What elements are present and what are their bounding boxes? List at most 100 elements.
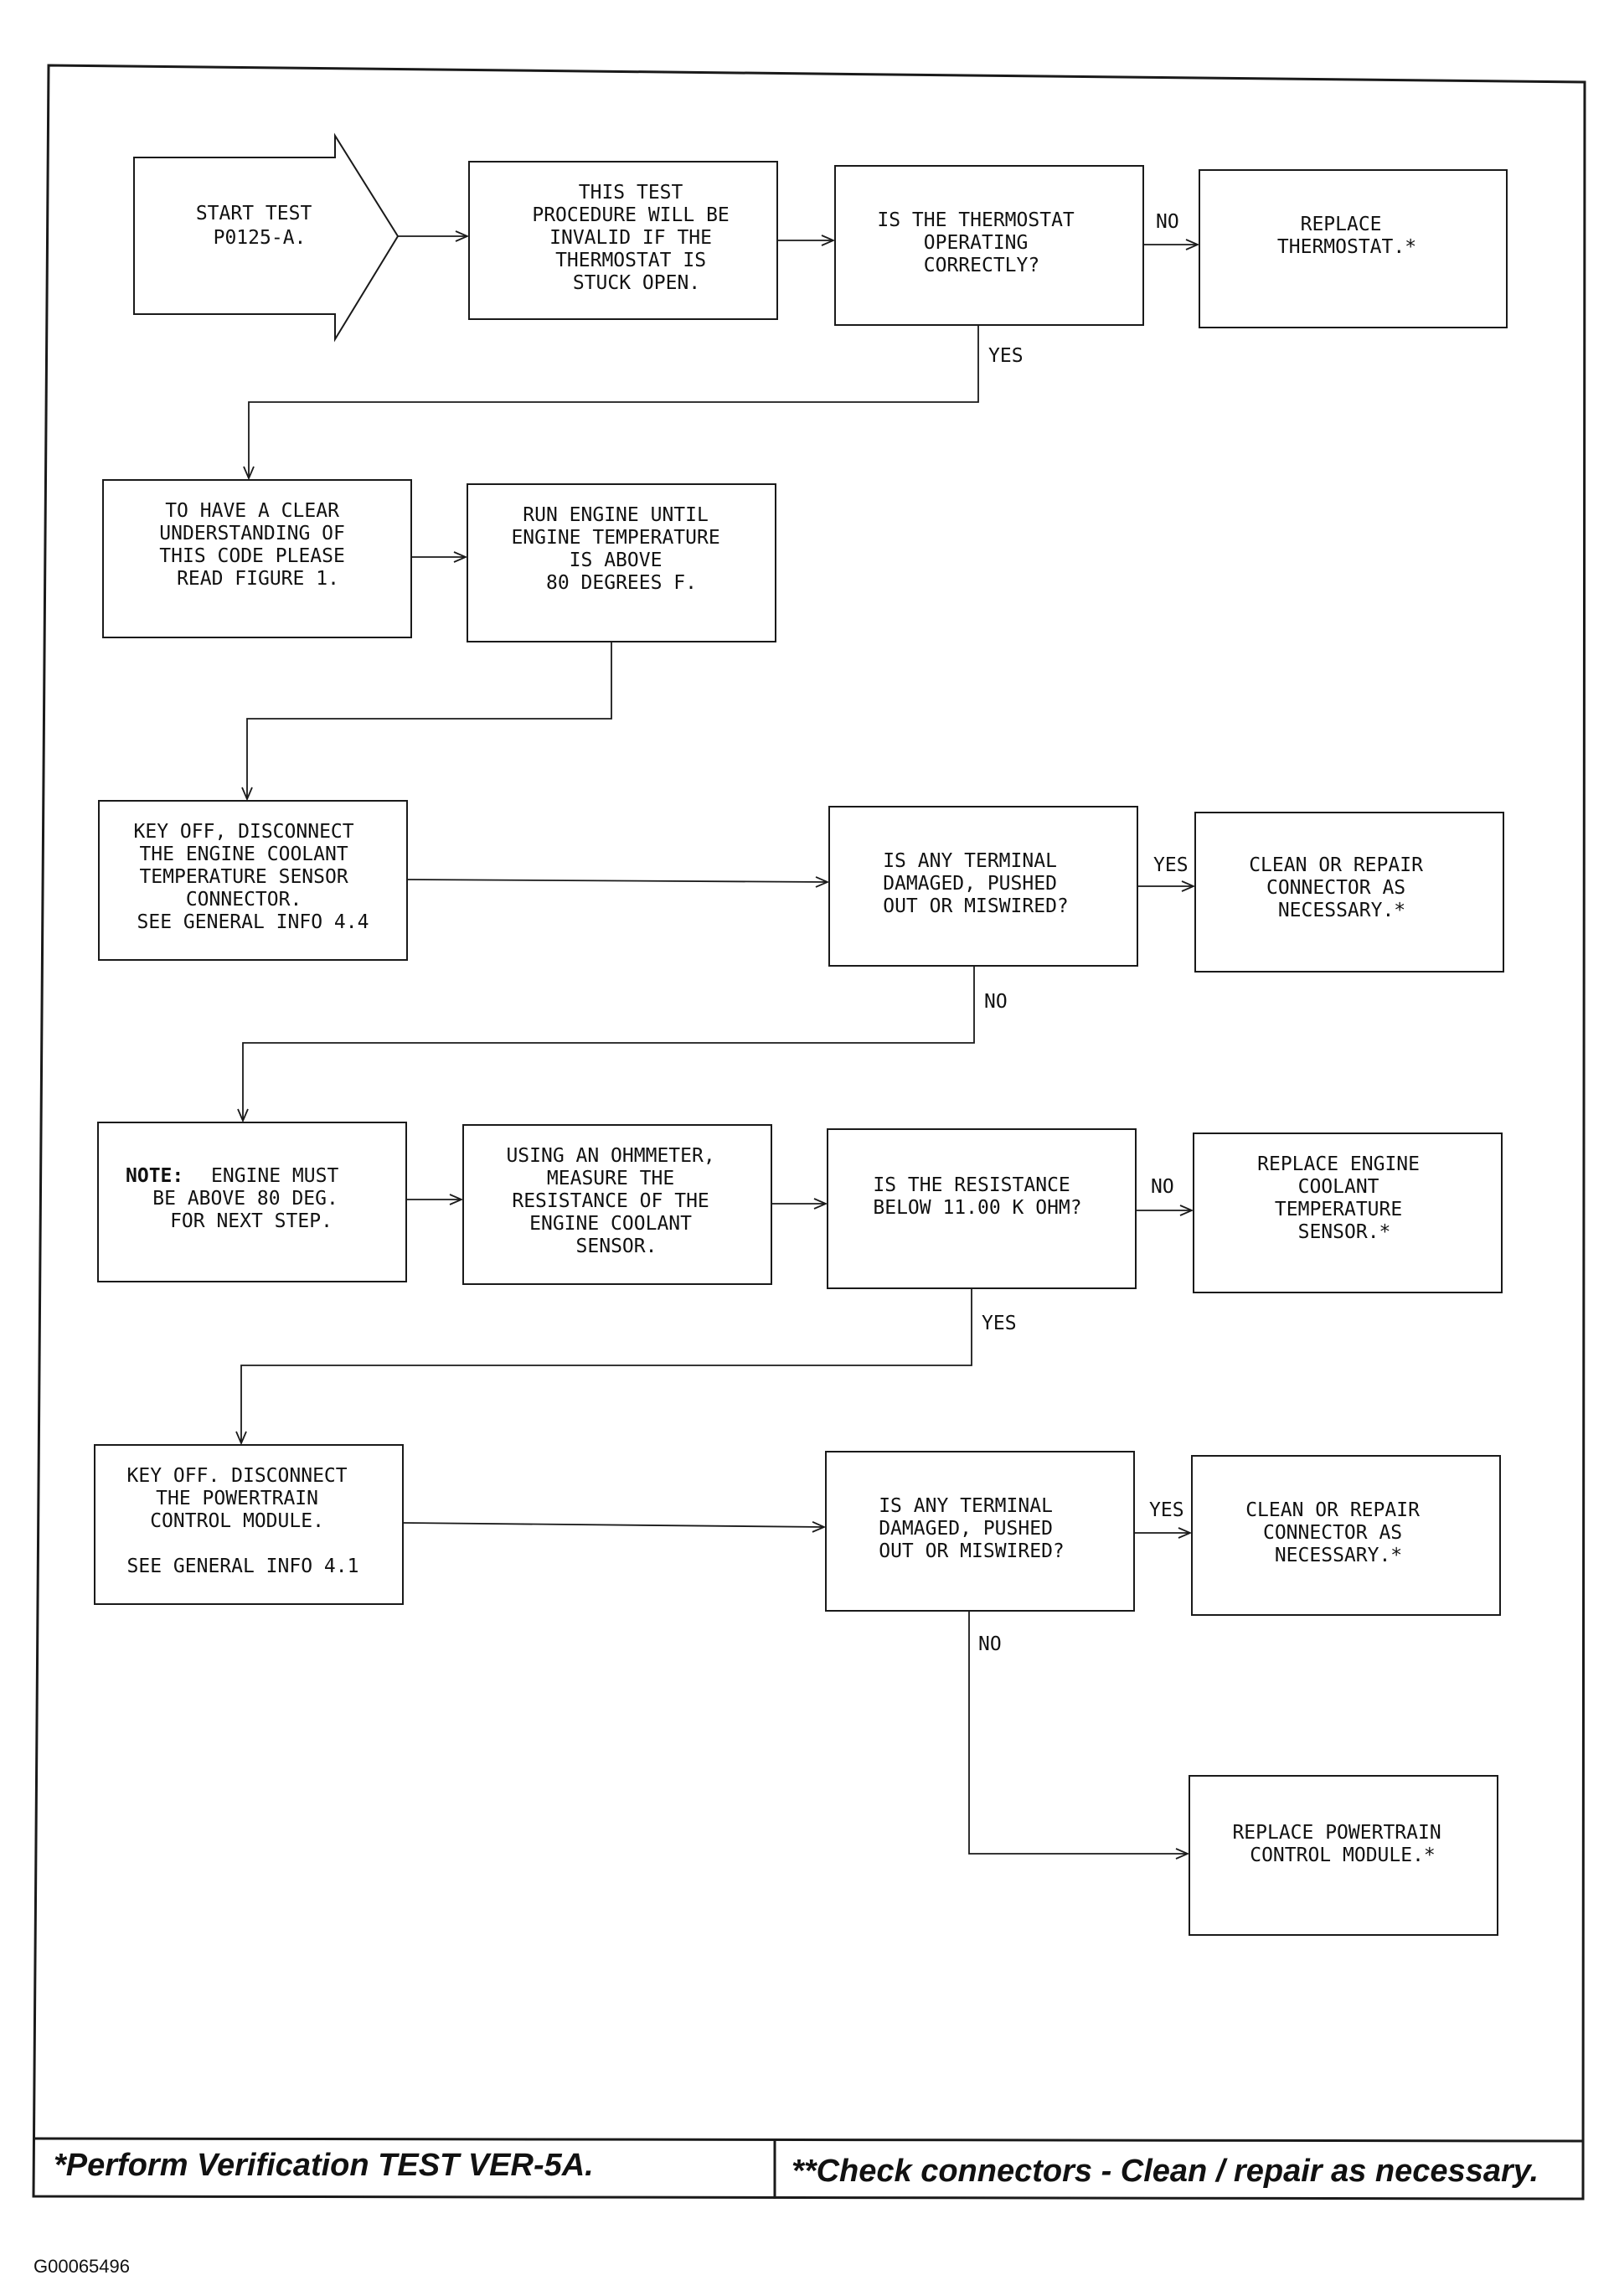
key-off-pcm-line-5: SEE GENERAL INFO 4.1 [127,1556,359,1577]
text-note-rest: BE ABOVE 80 DEG. FOR NEXT STEP. [152,1188,349,1232]
invalid-line-2: PROCEDURE WILL BE [532,204,729,226]
clear-line-3: THIS CODE PLEASE [159,545,345,567]
text-clear-understanding: TO HAVE A CLEAR UNDERSTANDING OF THIS CO… [159,500,356,590]
run-engine-line-2: ENGINE TEMPERATURE [511,527,719,549]
label-resistance-no: NO [1151,1176,1174,1198]
replace-pcm-line-2: CONTROL MODULE.* [1250,1845,1436,1866]
footer-divider [33,2137,1584,2143]
box-replace-thermostat [1199,169,1508,328]
text-clean-repair-2: CLEAN OR REPAIR CONNECTOR AS NECESSARY.* [1245,1499,1431,1566]
outer-frame [32,64,1586,2201]
ohmmeter-line-5: SENSOR. [576,1236,657,1257]
box-clean-repair-1 [1194,812,1504,973]
box-clean-repair-2 [1191,1455,1501,1616]
terminal-q1-line-3: OUT OR MISWIRED? [883,895,1069,917]
key-off-ect-line-2: THE ENGINE COOLANT [139,844,348,865]
clean-repair-1-line-1: CLEAN OR REPAIR [1249,854,1423,876]
run-engine-line-4: 80 DEGREES F. [546,572,697,594]
invalid-line-4: THERMOSTAT IS [555,250,706,271]
note-line-1: ENGINE MUST [211,1165,338,1187]
start-arrow-shape [133,132,400,343]
key-off-ect-line-4: CONNECTOR. [186,889,302,911]
terminal-q2-line-3: OUT OR MISWIRED? [879,1540,1065,1562]
run-engine-line-3: IS ABOVE [570,549,663,571]
label-terminal1-yes: YES [1153,854,1189,876]
text-ohmmeter: USING AN OHMMETER, MEASURE THE RESISTANC… [506,1145,726,1257]
thermostat-q-line-2: OPERATING [924,232,1029,254]
start-line-1: START TEST [196,203,312,224]
thermostat-q-line-1: IS THE THERMOSTAT [877,209,1075,231]
terminal-q1-line-2: DAMAGED, PUSHED [883,873,1057,895]
key-off-pcm-line-1: KEY OFF. DISCONNECT [127,1465,348,1487]
terminal-q2-line-1: IS ANY TERMINAL [879,1495,1053,1517]
text-terminal-question-2: IS ANY TERMINAL DAMAGED, PUSHED OUT OR M… [879,1495,1065,1562]
clear-line-4: READ FIGURE 1. [177,568,339,590]
text-terminal-question-1: IS ANY TERMINAL DAMAGED, PUSHED OUT OR M… [883,850,1069,917]
box-replace-ect [1193,1133,1503,1293]
label-thermostat-no: NO [1156,211,1179,233]
box-terminal-question-2 [825,1451,1135,1612]
label-resistance-yes: YES [982,1313,1017,1334]
figure-code: G00065496 [34,2256,130,2277]
key-off-ect-line-3: TEMPERATURE SENSOR [139,866,348,888]
replace-thermostat-line-2: THERMOSTAT.* [1277,236,1416,258]
text-run-engine: RUN ENGINE UNTIL ENGINE TEMPERATURE IS A… [511,504,731,594]
run-engine-line-1: RUN ENGINE UNTIL [523,504,709,526]
box-invalid [468,161,778,320]
clean-repair-2-line-3: NECESSARY.* [1275,1545,1402,1566]
box-note [97,1122,407,1282]
label-terminal2-yes: YES [1149,1499,1184,1521]
key-off-pcm-line-2: THE POWERTRAIN [156,1488,318,1509]
text-invalid: THIS TEST PROCEDURE WILL BE INVALID IF T… [532,182,740,294]
replace-ect-line-4: SENSOR.* [1298,1221,1391,1243]
text-resistance-question: IS THE RESISTANCE BELOW 11.00 K OHM? [873,1174,1081,1219]
text-clean-repair-1: CLEAN OR REPAIR CONNECTOR AS NECESSARY.* [1249,854,1435,921]
clear-line-1: TO HAVE A CLEAR [165,500,339,522]
box-thermostat-question [834,165,1144,326]
clean-repair-2-line-2: CONNECTOR AS [1263,1522,1402,1544]
box-replace-pcm [1189,1775,1498,1936]
resistance-q-line-2: BELOW 11.00 K OHM? [873,1197,1081,1219]
box-terminal-question-1 [828,806,1138,967]
invalid-line-5: STUCK OPEN. [573,272,700,294]
footer-left-note: *Perform Verification TEST VER-5A. [54,2148,594,2183]
replace-ect-line-1: REPLACE ENGINE [1257,1153,1420,1175]
box-resistance-question [827,1128,1137,1289]
text-replace-thermostat: REPLACE THERMOSTAT.* [1277,214,1416,258]
clean-repair-1-line-2: CONNECTOR AS [1266,877,1405,899]
ohmmeter-line-2: MEASURE THE [547,1168,674,1189]
terminal-q1-line-1: IS ANY TERMINAL [883,850,1057,872]
note-label: NOTE: [126,1165,183,1187]
text-key-off-pcm: KEY OFF. DISCONNECT THE POWERTRAIN CONTR… [127,1465,359,1577]
connectors [241,236,1198,1854]
text-replace-ect: REPLACE ENGINE COOLANT TEMPERATURE SENSO… [1257,1153,1431,1243]
replace-ect-line-2: COOLANT [1298,1176,1379,1198]
footer-right-note: **Check connectors - Clean / repair as n… [792,2154,1539,2189]
key-off-pcm-line-3: CONTROL MODULE. [150,1510,324,1532]
note-line-3: FOR NEXT STEP. [170,1210,333,1232]
label-thermostat-yes: YES [988,345,1024,367]
ohmmeter-line-1: USING AN OHMMETER, [506,1145,714,1167]
terminal-q2-line-2: DAMAGED, PUSHED [879,1518,1053,1540]
thermostat-q-line-3: CORRECTLY? [924,255,1039,276]
text-key-off-ect: KEY OFF, DISCONNECT THE ENGINE COOLANT T… [134,821,369,933]
clean-repair-2-line-1: CLEAN OR REPAIR [1245,1499,1420,1521]
box-key-off-pcm [94,1444,404,1605]
key-off-ect-line-1: KEY OFF, DISCONNECT [134,821,354,843]
box-ohmmeter [462,1124,772,1285]
replace-pcm-line-1: REPLACE POWERTRAIN [1232,1822,1441,1844]
text-note: NOTE: ENGINE MUST [126,1165,338,1187]
text-thermostat-question: IS THE THERMOSTAT OPERATING CORRECTLY? [877,209,1085,276]
replace-ect-line-3: TEMPERATURE [1275,1199,1402,1220]
resistance-q-line-1: IS THE RESISTANCE [873,1174,1070,1196]
ohmmeter-line-3: RESISTANCE OF THE [512,1190,709,1212]
replace-thermostat-line-1: REPLACE [1301,214,1382,235]
box-run-engine [467,483,776,642]
label-terminal2-no: NO [978,1633,1002,1655]
invalid-line-1: THIS TEST [579,182,683,204]
box-key-off-ect [98,800,408,961]
clean-repair-1-line-3: NECESSARY.* [1278,900,1405,921]
text-replace-pcm: REPLACE POWERTRAIN CONTROL MODULE.* [1232,1822,1452,1866]
ohmmeter-line-4: ENGINE COOLANT [529,1213,692,1235]
